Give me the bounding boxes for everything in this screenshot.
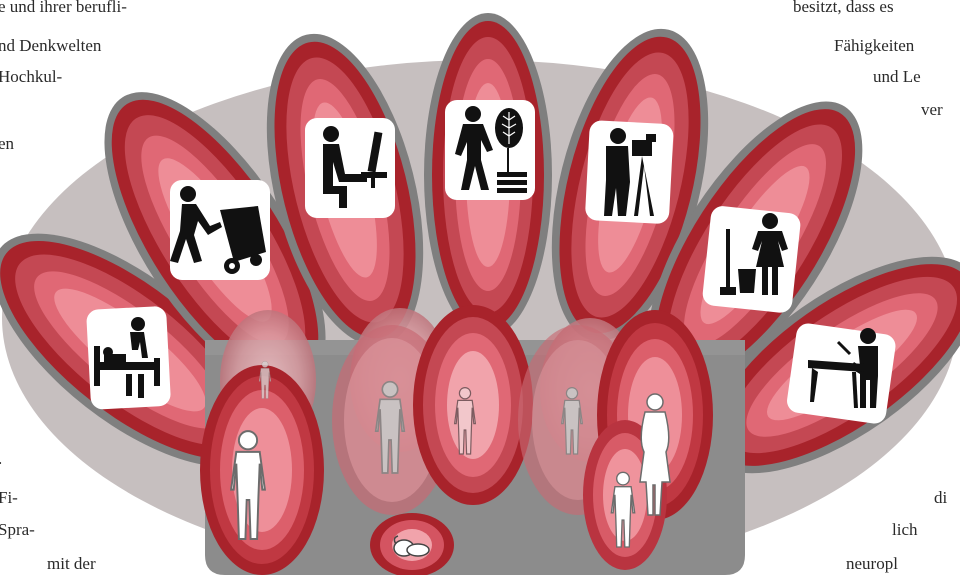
xylophone-player-icon [785,322,897,425]
cleaning-woman-icon [702,205,802,314]
computer-worker-icon [305,118,395,218]
gardener-plant-icon [445,100,535,200]
stroller-icon [170,180,270,280]
bed-caregiver-icon [86,306,171,410]
photographer-tripod-icon [585,120,674,224]
